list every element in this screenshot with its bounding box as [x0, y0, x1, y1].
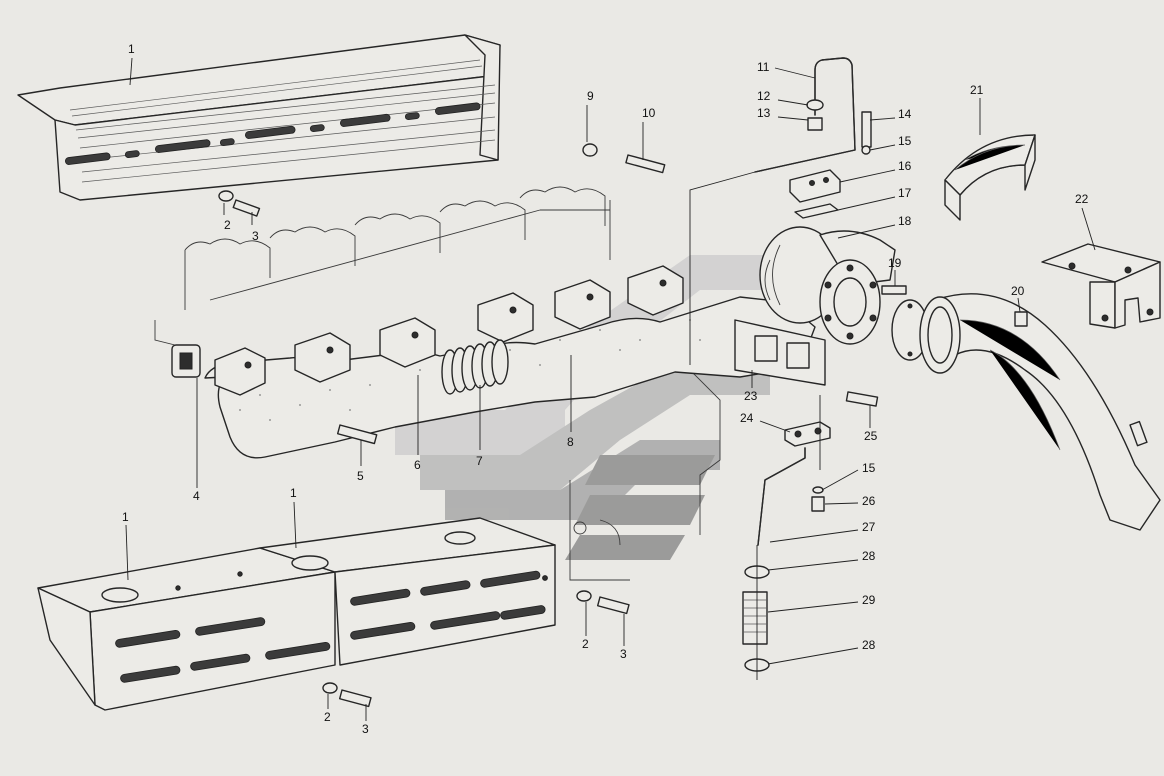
- oil-feed-pipe: [689, 57, 872, 365]
- callout-number: 7: [476, 454, 483, 468]
- callout-number: 17: [898, 186, 912, 200]
- callout-leader-line: [125, 524, 129, 581]
- callout-number: 8: [567, 435, 574, 449]
- exhaust-elbow-pipe: [891, 293, 1161, 531]
- callout-number: 11: [757, 60, 770, 74]
- callout-number: 2: [224, 218, 231, 232]
- oil-return-pipe: [742, 395, 831, 680]
- callout-number: 24: [740, 411, 754, 425]
- callout-number: 20: [1011, 284, 1025, 298]
- exhaust-manifold: [171, 265, 826, 459]
- mounting-bracket: [1041, 243, 1161, 329]
- callout-leader-line: [869, 144, 896, 151]
- callout-leader-line: [129, 57, 133, 86]
- engine-block-outline: [154, 186, 721, 581]
- callout-leader-line: [767, 601, 859, 613]
- callout-leader-line: [774, 67, 816, 79]
- callout-number: 9: [587, 89, 594, 103]
- callout-number: 13: [757, 106, 771, 120]
- callout-number: 29: [862, 593, 876, 607]
- callout-leader-line: [1017, 297, 1021, 313]
- callout-leader-line: [839, 169, 896, 183]
- callout-leader-line: [824, 502, 859, 505]
- heat-shield-bottom-left: [37, 547, 336, 711]
- callout-leader-line: [777, 116, 809, 121]
- callout-number: 1: [122, 510, 129, 524]
- callout-number: 27: [862, 520, 876, 534]
- heat-shield-bottom-right: [259, 517, 556, 666]
- turbocharger: [759, 226, 896, 345]
- callout-leader-line: [769, 529, 859, 543]
- callout-number: 21: [970, 83, 984, 97]
- callout-number: 16: [898, 159, 912, 173]
- callout-number: 26: [862, 494, 876, 508]
- callout-number: 28: [862, 638, 876, 652]
- callout-number: 2: [324, 710, 331, 724]
- callout-number: 15: [862, 461, 876, 475]
- callout-number: 3: [362, 722, 369, 736]
- turbo-heat-shield-half: [944, 134, 1036, 221]
- callout-number: 23: [744, 389, 758, 403]
- callout-number: 14: [898, 107, 912, 121]
- callout-number: 4: [193, 489, 200, 503]
- callout-leader-line: [837, 224, 896, 239]
- fasteners: [218, 143, 907, 708]
- callout-number: 3: [620, 647, 627, 661]
- callout-number: 19: [888, 256, 902, 270]
- callout-number: 28: [862, 549, 876, 563]
- heat-shield-top: [17, 34, 501, 201]
- callout-number: 2: [582, 637, 589, 651]
- callout-number: 12: [757, 89, 771, 103]
- callout-number: 1: [290, 486, 297, 500]
- callout-leader-line: [759, 420, 791, 433]
- callout-leader-line: [869, 117, 896, 121]
- callout-number: 10: [642, 106, 656, 120]
- bellows-joint: [441, 339, 509, 395]
- callout-number: 3: [252, 229, 259, 243]
- callout-number: 6: [414, 458, 421, 472]
- callout-number: 5: [357, 469, 364, 483]
- callout-number: 18: [898, 214, 912, 228]
- callout-leader-line: [1081, 207, 1096, 251]
- callout-number: 22: [1075, 192, 1089, 206]
- callout-number: 15: [898, 134, 912, 148]
- callout-leader-line: [837, 196, 896, 211]
- callout-number: 1: [128, 42, 135, 56]
- callout-leader-line: [767, 559, 859, 571]
- callout-leader-line: [293, 501, 297, 549]
- callout-leader-line: [821, 469, 859, 491]
- callout-leader-line: [767, 647, 859, 665]
- callout-number: 25: [864, 429, 878, 443]
- callout-leader-line: [777, 99, 809, 106]
